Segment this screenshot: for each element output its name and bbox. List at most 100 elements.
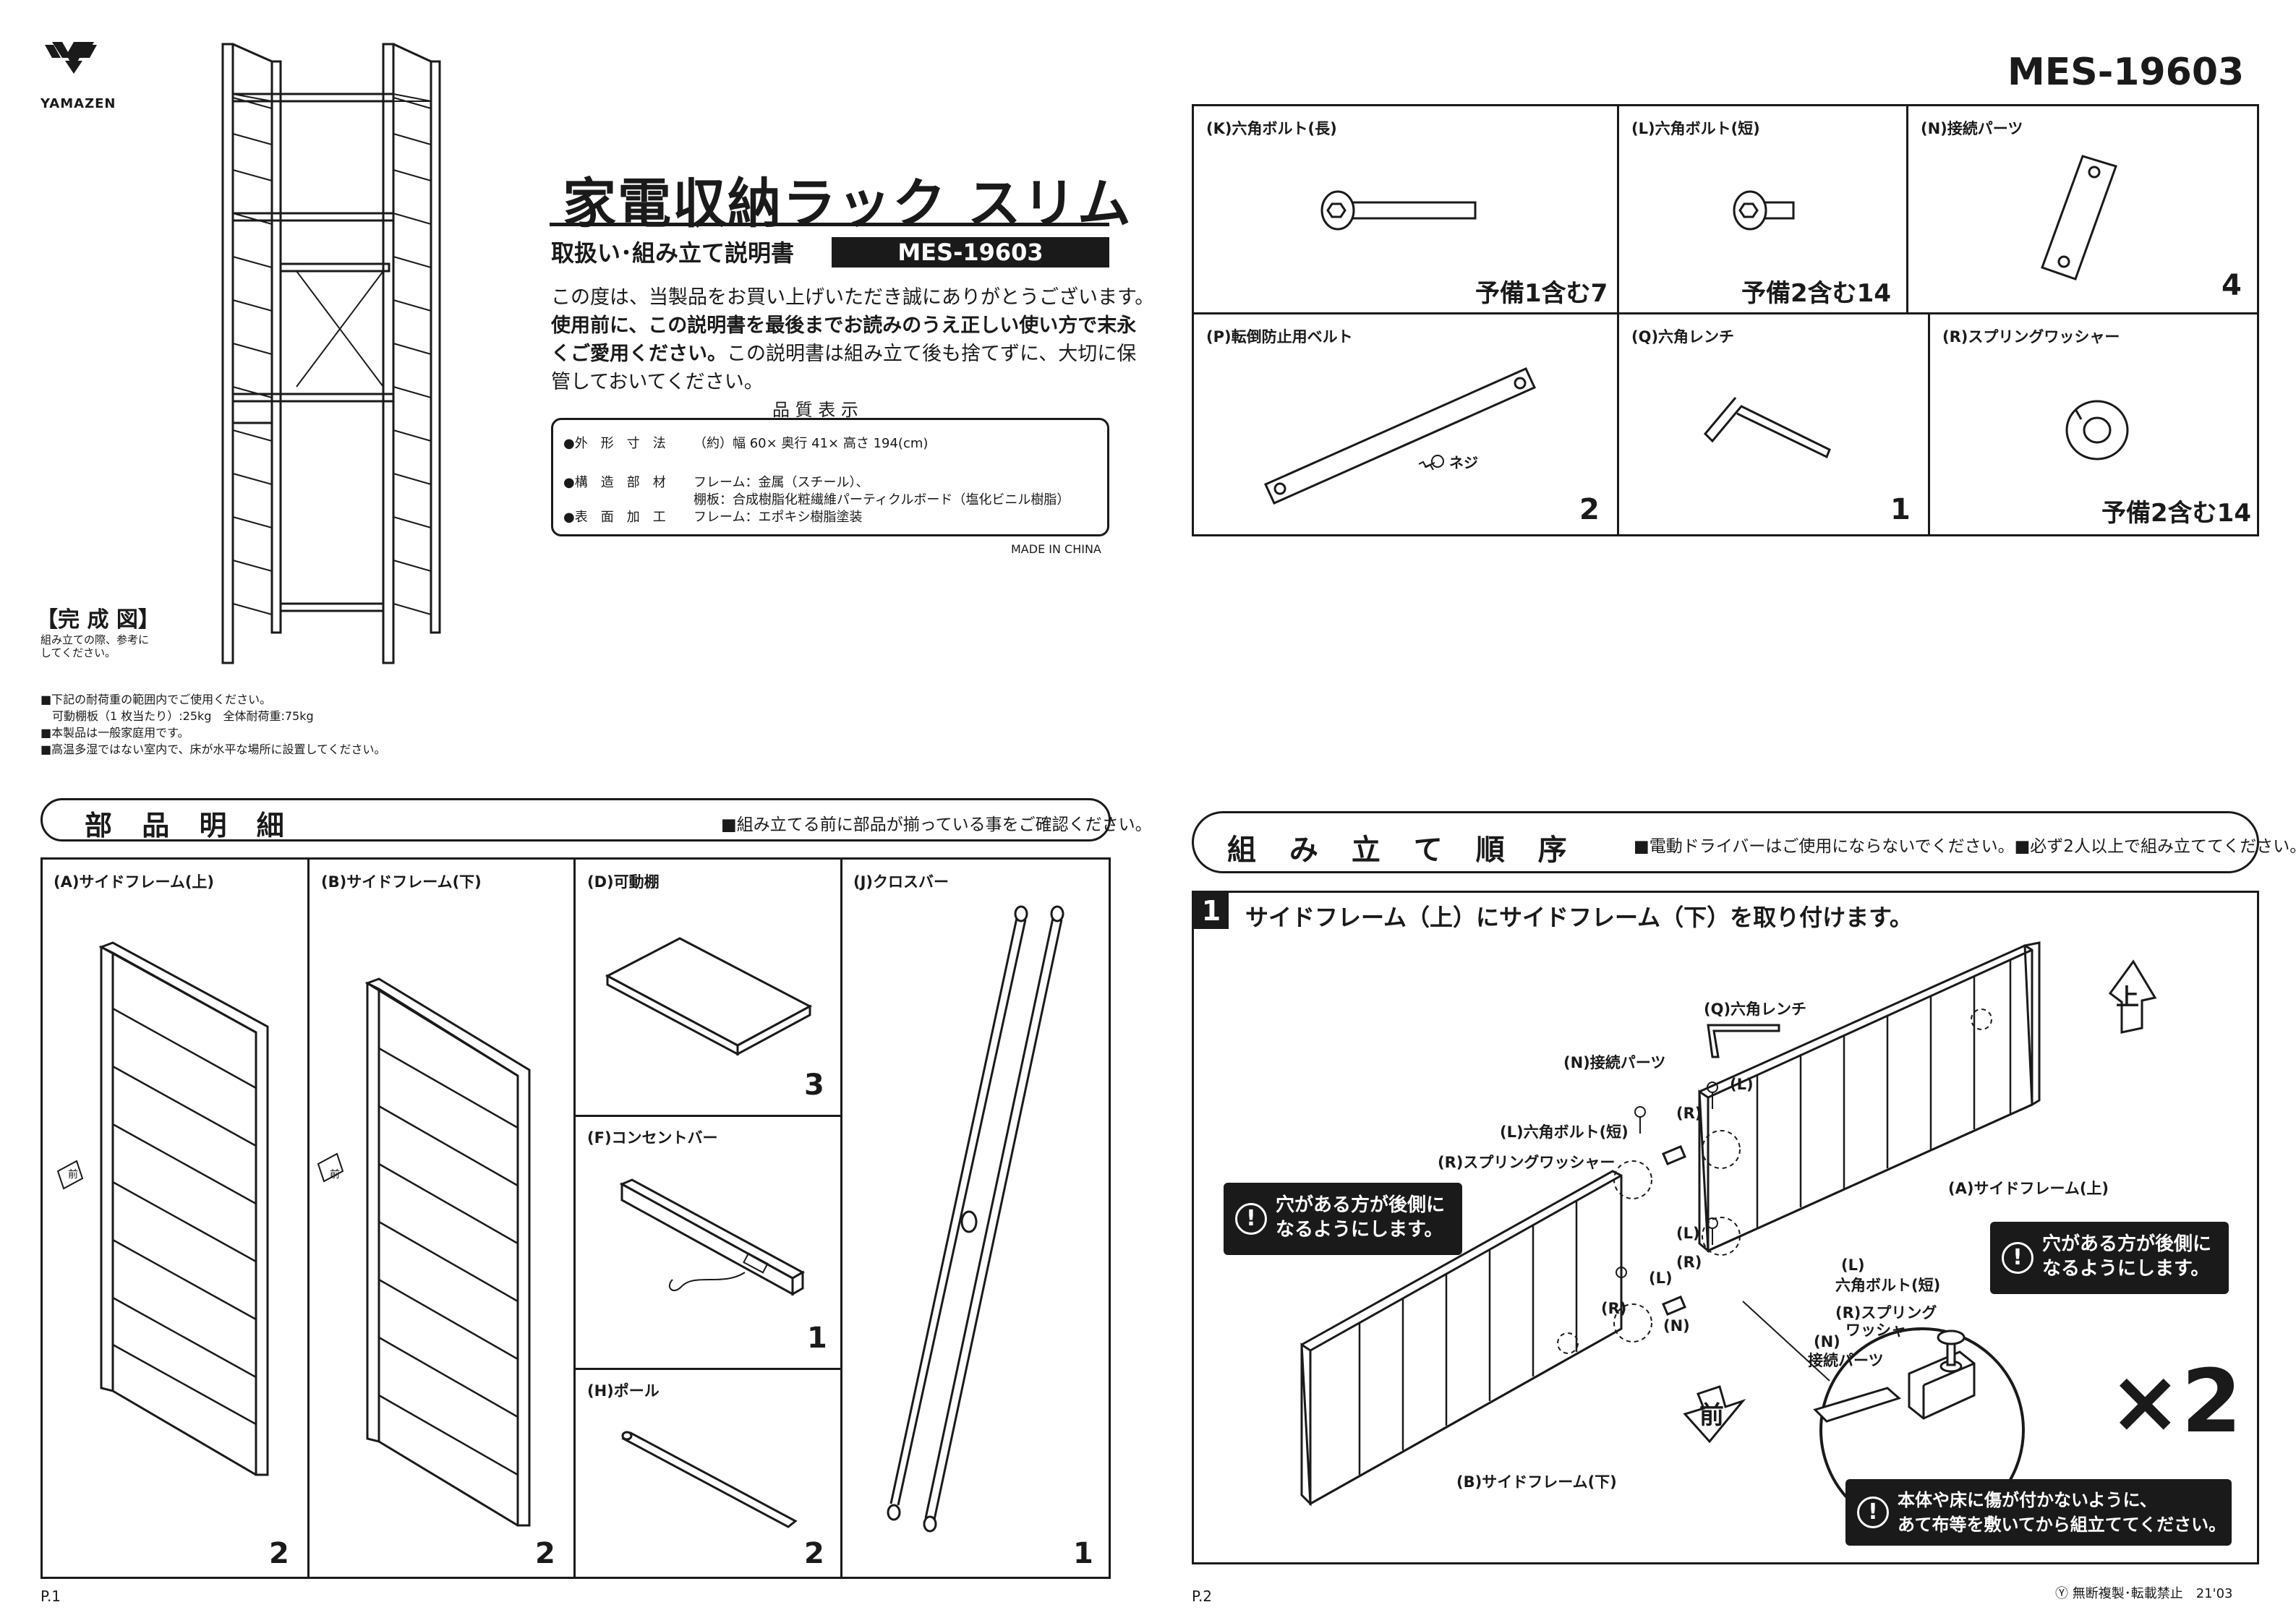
- hex-wrench-icon: [1703, 397, 1831, 459]
- label-l-3: (L): [1649, 1269, 1673, 1287]
- warning-protect-floor: ! 本体や床に傷が付かないように、 あて布等を敷いてから組立ててください。: [1845, 1479, 2232, 1546]
- label-n: (N): [1663, 1317, 1690, 1335]
- zoom-label-l1: (L): [1841, 1256, 1865, 1274]
- part-q-qty: 1: [1890, 493, 1911, 526]
- quality-row-1-val: （約）幅 60× 奥行 41× 高さ 194(cm): [694, 436, 929, 451]
- completed-title: 【完 成 図】: [36, 607, 160, 633]
- intro-line-3a: くご愛用ください。: [551, 343, 727, 365]
- connecting-part-icon: [2041, 155, 2117, 281]
- parts-section-title: 部 品 明 細: [85, 810, 294, 842]
- label-bolt: (L)六角ボルト(短): [1500, 1123, 1629, 1141]
- parts-grid-divider: [573, 857, 576, 1579]
- times-two: ×2: [2109, 1352, 2242, 1452]
- quality-row-4-key: ●表 面 加 工: [563, 510, 666, 525]
- part-r-label: (R)スプリングワッシャー: [1942, 328, 2120, 346]
- model-badge: MES-19603: [832, 237, 1109, 267]
- step-1-box: [1192, 891, 2259, 1564]
- exclamation-icon: !: [2002, 1242, 2033, 1274]
- part-d-label: (D)可動棚: [587, 873, 660, 891]
- hex-bolt-long-icon: [1320, 190, 1477, 231]
- label-r-2: (R): [1676, 1254, 1702, 1271]
- small-parts-divider: [1192, 312, 2259, 314]
- warning-hole-back-right: ! 穴がある方が後側に なるようにします。: [1990, 1222, 2229, 1294]
- front-arrow-label: 前: [1699, 1401, 1724, 1430]
- part-b-qty: 2: [535, 1537, 555, 1570]
- small-parts-grid: [1192, 104, 2259, 536]
- label-l-1: (L): [1730, 1076, 1754, 1093]
- part-p-screw-label: ネジ: [1449, 454, 1478, 471]
- small-parts-divider: [1617, 104, 1619, 536]
- intro-text: この度は、当製品をお買い上げいただき誠にありがとうございます。 使用前に、この説…: [551, 283, 1154, 396]
- exclamation-icon: !: [1857, 1496, 1889, 1528]
- label-r-1: (R): [1676, 1105, 1702, 1122]
- note-4: ■高温多湿ではない室内で、床が水平な場所に設置してください。: [40, 742, 386, 756]
- parts-grid: [40, 857, 1111, 1579]
- quality-header: 品 質 表 示: [772, 400, 858, 420]
- label-conn: (N)接続パーツ: [1563, 1054, 1666, 1071]
- parts-grid-divider: [307, 857, 310, 1579]
- note-1: ■下記の耐荷重の範囲内でご使用ください。: [40, 693, 272, 706]
- page-number-right: P.2: [1192, 1588, 1213, 1605]
- warning-text: 穴がある方が後側に なるようにします。: [2042, 1233, 2212, 1280]
- part-n-qty: 4: [2222, 269, 2242, 302]
- model-badge-text: MES-19603: [897, 239, 1044, 266]
- quality-row-2-key: ●構 造 部 材: [563, 475, 666, 490]
- zoom-label-r1: (R)スプリング: [1835, 1304, 1937, 1322]
- completed-note-2: してください。: [40, 646, 116, 659]
- part-a-front-tag: 前: [68, 1169, 78, 1181]
- zoom-label-r2: ワッシャー: [1845, 1322, 1921, 1339]
- part-b-front-tag: 前: [330, 1169, 340, 1181]
- zoom-label-n1: (N): [1814, 1333, 1840, 1350]
- part-p-label: (P)転倒防止用ベルト: [1206, 328, 1353, 346]
- intro-line-3b: この説明書は組み立て後も捨てずに、大切に保: [727, 343, 1137, 365]
- label-washer: (R)スプリングワッシャー: [1438, 1154, 1616, 1171]
- warning-hole-back-left: ! 穴がある方が後側に なるようにします。: [1224, 1183, 1462, 1255]
- intro-line-1: この度は、当製品をお買い上げいただき誠にありがとうございます。: [551, 286, 1155, 309]
- intro-line-4: 管しておいてください。: [551, 371, 764, 393]
- document-subtitle: 取扱い･組み立て説明書: [551, 239, 795, 267]
- part-l-qty: 予備2含む14: [1741, 279, 1891, 308]
- warning-text: 穴がある方が後側に なるようにします。: [1276, 1194, 1446, 1241]
- note-3: ■本製品は一般家庭用です。: [40, 726, 189, 740]
- part-p-qty: 2: [1579, 493, 1600, 526]
- model-number: MES-19603: [2007, 51, 2245, 94]
- label-r-3: (R): [1601, 1300, 1627, 1317]
- quality-row-1-key: ●外 形 寸 法: [563, 436, 666, 451]
- completed-note-1: 組み立ての際、参考に: [40, 633, 150, 646]
- title-underline: [550, 223, 1109, 226]
- step-number: 1: [1194, 893, 1229, 929]
- quality-row-3-val: 棚板：合成樹脂化粧繊維パーティクルボード（塩化ビニル樹脂）: [694, 492, 1070, 508]
- part-a-qty: 2: [269, 1537, 289, 1570]
- hex-bolt-short-icon: [1733, 190, 1795, 231]
- part-j-qty: 1: [1073, 1537, 1093, 1570]
- anti-tip-belt-icon: [1264, 367, 1536, 505]
- copyright-notice: Ⓨ 無断複製･転載禁止 21'03: [2055, 1586, 2233, 1601]
- assembly-section-header: 組 み 立 て 順 序 ■電動ドライバーはご使用にならないでください。■必ず2人…: [1192, 811, 2296, 873]
- part-k-label: (K)六角ボルト(長): [1206, 120, 1337, 137]
- label-l-2: (L): [1676, 1225, 1700, 1242]
- assembly-section-title: 組 み 立 て 順 序: [1227, 834, 1579, 867]
- note-2: 可動棚板（1 枚当たり）:25kg 全体耐荷重:75kg: [40, 709, 314, 723]
- exclamation-icon: !: [1235, 1203, 1267, 1235]
- step-text: サイドフレーム（上）にサイドフレーム（下）を取り付けます。: [1245, 904, 1913, 931]
- parts-grid-divider: [840, 857, 842, 1579]
- part-h-label: (H)ポール: [587, 1382, 660, 1400]
- parts-section-header: 部 品 明 細 ■組み立てる前に部品が揃っている事をご確認ください。: [40, 798, 1152, 842]
- warning-text: 本体や床に傷が付かないように、 あて布等を敷いてから組立ててください。: [1898, 1490, 2227, 1535]
- part-j-label: (J)クロスバー: [853, 873, 949, 891]
- parts-section-note: ■組み立てる前に部品が揃っている事をご確認ください。: [721, 815, 1152, 834]
- yamazen-logo: [45, 42, 97, 74]
- part-n-label: (N)接続パーツ: [1921, 120, 2023, 137]
- brand-name: YAMAZEN: [40, 96, 116, 111]
- quality-row-2-val: フレーム：金属（スチール）、: [694, 475, 869, 490]
- label-wrench: (Q)六角レンチ: [1704, 1001, 1807, 1018]
- completed-rack-illustration: [221, 43, 441, 664]
- side-frame-lower-illustration: [317, 977, 531, 1527]
- part-l-label: (L)六角ボルト(短): [1631, 120, 1760, 137]
- assembly-section-note: ■電動ドライバーはご使用にならないでください。■必ず2人以上で組み立ててください…: [1634, 837, 2296, 856]
- outlet-bar-illustration: [619, 1178, 806, 1296]
- made-in: MADE IN CHINA: [1011, 542, 1101, 556]
- intro-line-2: 使用前に、この説明書を最後までお読みのうえ正しい使い方で末永: [551, 314, 1137, 337]
- part-q-label: (Q)六角レンチ: [1631, 328, 1735, 346]
- spring-washer-icon: [2065, 400, 2129, 461]
